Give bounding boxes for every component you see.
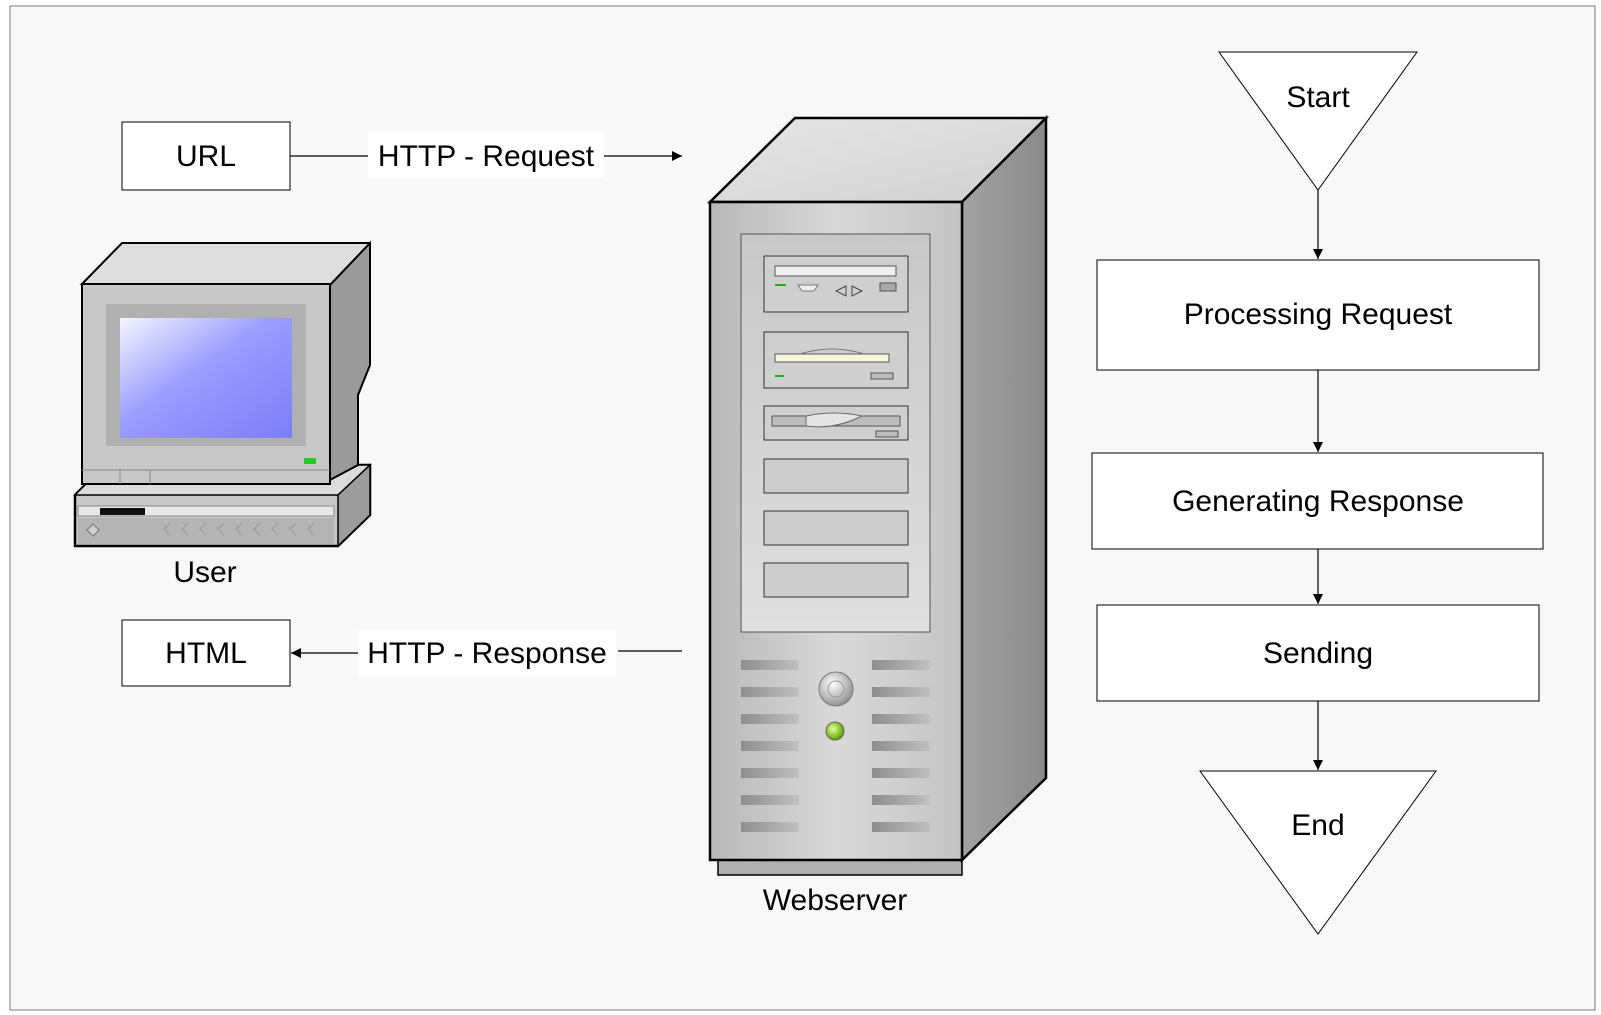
response-arrow: HTTP - Response — [291, 630, 682, 676]
url-label: URL — [176, 140, 236, 173]
flow-end-node: End — [1199, 770, 1437, 935]
flow-sending-label: Sending — [1263, 637, 1373, 670]
webserver-icon — [706, 114, 1050, 876]
flow-processing-label: Processing Request — [1184, 298, 1453, 331]
flow-sending-node: Sending — [1096, 604, 1540, 702]
flow-start-node: Start — [1218, 51, 1418, 191]
webserver-label: Webserver — [763, 884, 908, 917]
flow-start-label: Start — [1286, 81, 1350, 114]
user-label: User — [173, 556, 236, 589]
http-request-label: HTTP - Request — [378, 140, 595, 173]
html-label: HTML — [165, 637, 247, 670]
user-computer-icon — [73, 240, 372, 548]
flow-end-label: End — [1291, 809, 1344, 842]
request-arrow: HTTP - Request — [290, 132, 682, 178]
flow-processing-node: Processing Request — [1096, 259, 1540, 371]
html-box: HTML — [121, 619, 291, 687]
http-response-label: HTTP - Response — [367, 637, 607, 670]
flow-generating-node: Generating Response — [1091, 452, 1544, 550]
url-box: URL — [121, 121, 291, 191]
flow-generating-label: Generating Response — [1172, 485, 1464, 518]
